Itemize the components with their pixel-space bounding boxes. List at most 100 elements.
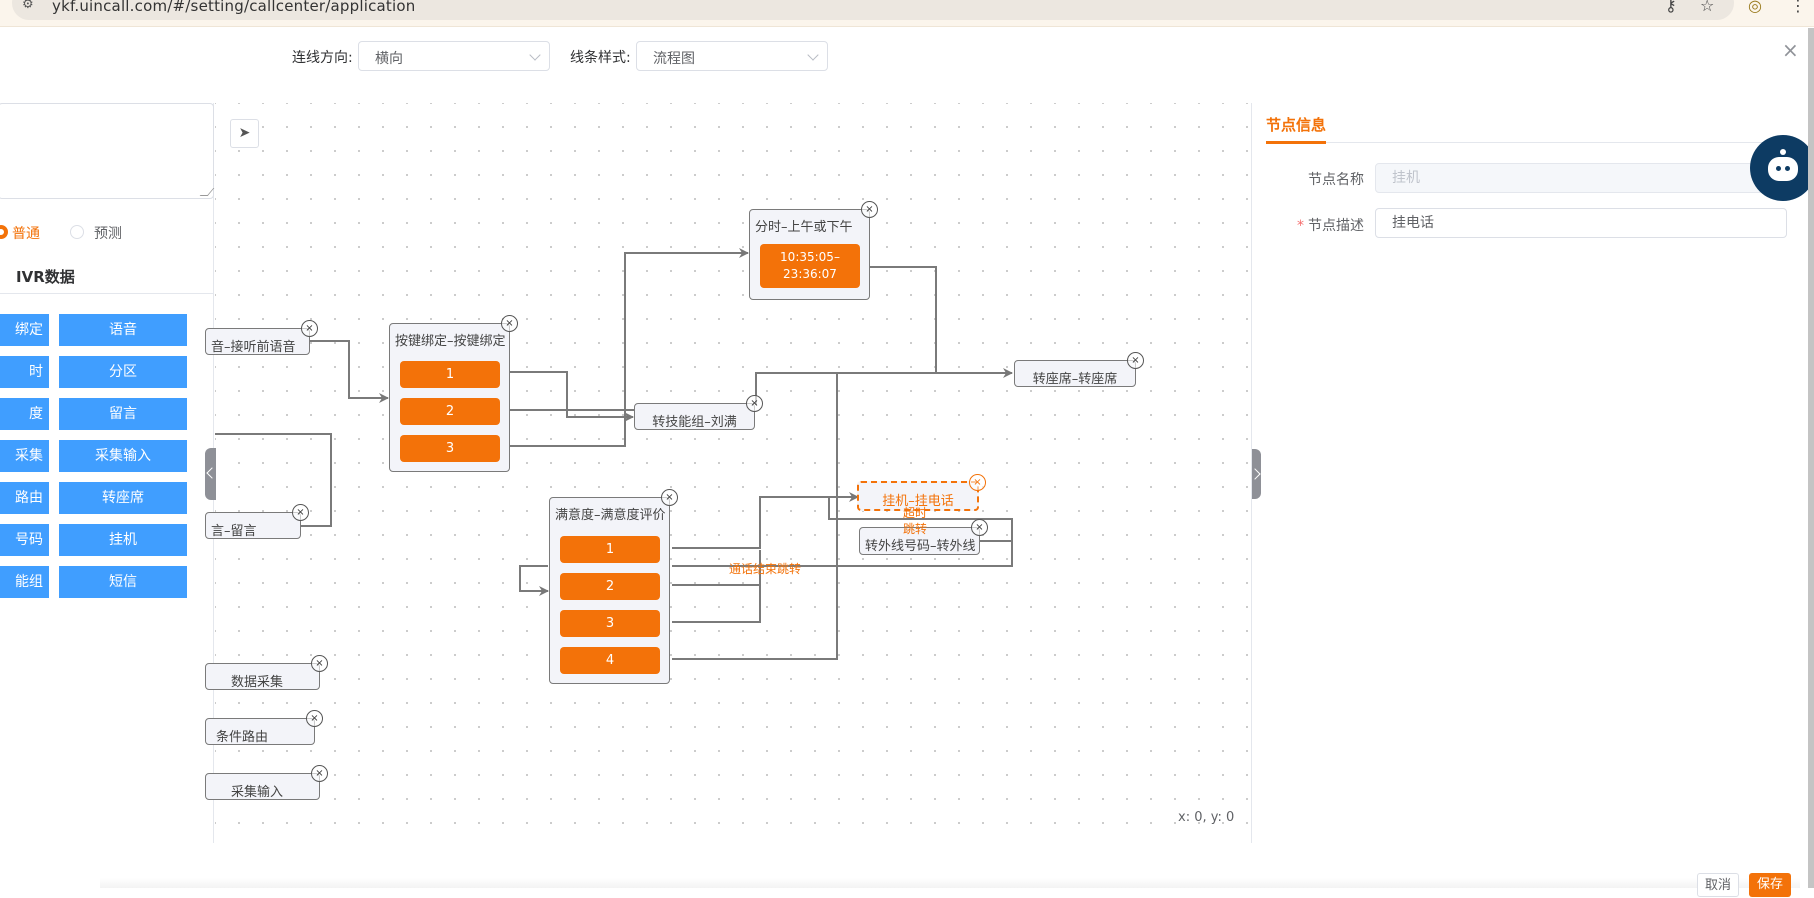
robot-eye [1776,166,1781,171]
save-button[interactable]: 保存 [1749,873,1791,897]
profile-icon[interactable]: ◎ [1748,0,1762,15]
divider [0,293,214,294]
flow-node-hangup[interactable]: 挂机–挂电话 × [857,474,986,511]
tool-button[interactable]: 绑定 [0,314,49,346]
delete-node-icon[interactable]: × [306,710,323,727]
robot-head [1768,157,1798,181]
collapse-left-handle[interactable] [205,448,216,500]
url-text[interactable]: ykf.uincall.com/#/setting/callcenter/app… [52,0,416,15]
tab-divider [1266,142,1766,143]
footer-bar [100,878,1800,888]
node-option-button[interactable]: 3 [560,610,660,637]
robot-antenna [1780,149,1786,155]
node-option-button[interactable]: 2 [560,573,660,600]
left-panel: 普通 预测 IVR数据 [0,103,215,843]
delete-node-icon[interactable]: × [292,504,309,521]
cancel-button[interactable]: 取消 [1697,873,1739,897]
url-field[interactable] [12,0,1734,20]
flow-node-timesplit[interactable]: 分时–上午或下午 × 10:35:05–23:36:07 [749,201,878,300]
locate-icon[interactable]: ➤ [230,119,259,148]
delete-node-icon[interactable]: × [1127,352,1144,369]
tool-button[interactable]: 能组 [0,566,49,598]
tool-button[interactable]: 采集输入 [59,440,187,472]
collapse-right-handle[interactable] [1251,449,1261,499]
node-desc-label: *节点描述 [1290,215,1364,235]
ivr-section-title: IVR数据 [16,268,75,286]
direction-select[interactable]: 横向 [358,41,550,71]
flow-node-external[interactable]: 转外线号码–转外线× [859,519,988,555]
node-desc-input[interactable]: 挂电话 [1375,208,1787,238]
tool-button[interactable]: 分区 [59,356,187,388]
node-option-button[interactable]: 1 [560,536,660,563]
tool-button-label: 号码 [15,532,43,548]
flow-node-datacollect[interactable]: 数据采集 × [205,655,328,690]
node-option-button[interactable]: 3 [400,435,500,462]
line-style-label: 线条样式: [570,50,631,66]
delete-node-icon[interactable]: × [971,519,988,536]
delete-node-icon[interactable]: × [501,315,518,332]
delete-node-icon[interactable]: × [311,655,328,672]
line-style-value: 流程图 [653,51,695,67]
chevron-down-icon [529,49,541,61]
node-title: 挂机–挂电话 [882,494,954,509]
flow-node-prevoice[interactable]: 音–接听前语音 × [205,320,318,355]
tool-button-label: 路由 [15,490,43,506]
tool-button[interactable]: 时 [0,356,49,388]
tool-button[interactable]: 挂机 [59,524,187,556]
tool-button[interactable]: 短信 [59,566,187,598]
key-icon[interactable]: ⚷ [1665,0,1677,15]
node-option-button[interactable]: 1 [400,361,500,388]
resize-grip-icon[interactable] [199,188,215,196]
flow-node-voicemail[interactable]: 言–留言× [205,504,309,539]
coordinate-readout: x: 0, y: 0 [1178,810,1235,825]
node-title: 按键绑定–按键绑定 [395,334,506,349]
tool-button[interactable]: 号码 [0,524,49,556]
tool-button[interactable]: 语音 [59,314,187,346]
tool-button-label: 能组 [15,574,43,590]
flow-node-collectinput[interactable]: 采集输入× [205,765,328,800]
tool-button[interactable]: 采集 [0,440,49,472]
flow-node-satisfaction[interactable]: 满意度–满意度评价 × 1 2 3 4 [549,489,678,684]
line-style-select[interactable]: 流程图 [636,41,828,71]
tool-button[interactable]: 度 [0,398,49,430]
delete-node-icon[interactable]: × [746,395,763,412]
tool-button[interactable]: 留言 [59,398,187,430]
flow-node-condroute[interactable]: 条件路由× [205,710,323,745]
node-title: 数据采集 [231,675,284,690]
edge-label-jump: 跳转 [903,522,928,536]
delete-node-icon[interactable]: × [661,489,678,506]
tool-button[interactable]: 路由 [0,482,49,514]
radio-dot[interactable] [70,225,84,239]
close-icon[interactable]: × [1782,38,1799,62]
edge-label-call-end: 通话结束跳转 [729,562,802,576]
node-option-button[interactable]: 4 [560,647,660,674]
description-textarea[interactable] [0,103,215,199]
tool-button[interactable]: 转座席 [59,482,187,514]
tool-button-label: 绑定 [15,322,43,338]
tab-node-info[interactable]: 节点信息 [1266,116,1327,134]
flow-node-agent[interactable]: 转座席–转座席× [1014,352,1144,387]
node-option-button[interactable]: 2 [400,398,500,425]
browser-address-bar: ⚙ ykf.uincall.com/#/setting/callcenter/a… [0,0,1814,27]
delete-node-icon[interactable]: × [861,201,878,218]
radio-dot[interactable] [0,225,8,239]
delete-node-icon[interactable]: × [311,765,328,782]
node-title: 音–接听前语音 [211,340,296,355]
robot-assistant-icon[interactable] [1750,135,1814,201]
node-name-input[interactable]: 挂机 [1375,163,1787,193]
node-title: 满意度–满意度评价 [555,508,666,523]
delete-node-icon[interactable]: × [301,320,318,337]
page-scrollbar[interactable] [1808,28,1814,888]
flow-canvas[interactable] [215,103,1250,843]
node-option-button[interactable]: 10:35:05–23:36:07 [760,244,860,288]
tool-button-label: 度 [29,406,43,422]
menu-dots-icon[interactable]: ⋮ [1790,0,1806,15]
flow-node-skillgroup[interactable]: 转技能组–刘满× [634,395,763,430]
flow-node-keybind[interactable]: 按键绑定–按键绑定 × 1 2 3 [389,315,518,472]
node-title: 分时–上午或下午 [755,220,853,235]
robot-eye [1785,166,1790,171]
radio-predict-label: 预测 [94,226,122,242]
star-icon[interactable]: ☆ [1700,0,1715,15]
delete-node-icon[interactable]: × [969,474,986,491]
site-settings-icon[interactable]: ⚙ [22,0,34,12]
